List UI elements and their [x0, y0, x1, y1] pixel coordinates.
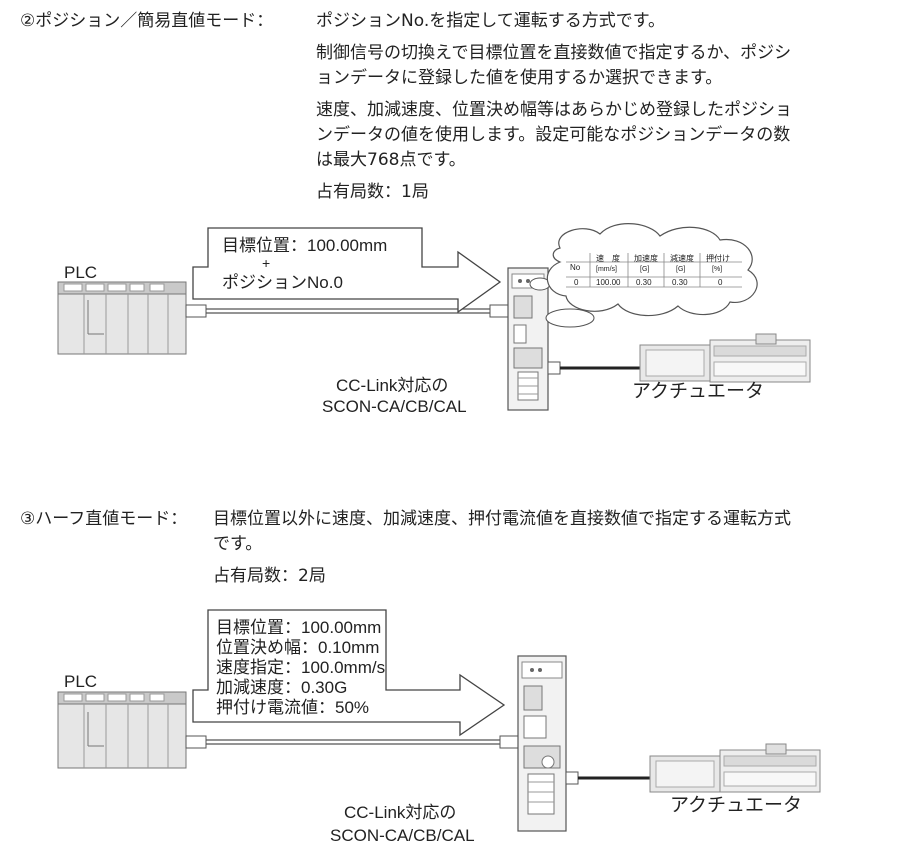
cloud-table-cell-decel: 0.30 — [672, 278, 688, 287]
signal-arrow-1 — [192, 227, 502, 314]
plc-rack-2 — [57, 691, 187, 769]
section3-desc-line-2: です。 — [213, 534, 263, 554]
plc-connector-1 — [185, 304, 207, 318]
cloud-table-header-no: No — [570, 263, 581, 272]
controller1-label-line1: CC-Link対応の — [336, 376, 449, 395]
arrow1-position-no: ポジションNo.0 — [222, 273, 343, 292]
section3-stations: 占有局数：2局 — [213, 566, 326, 586]
section2-desc-line-2: 制御信号の切換えで目標位置を直接数値で指定するか、ポジシ — [316, 43, 792, 63]
position-data-cloud — [529, 223, 758, 328]
cloud-table-cell-push: 0 — [718, 278, 723, 287]
section2-heading: ②ポジション／簡易直値モード： — [20, 11, 274, 31]
plc-label-1: PLC — [64, 263, 98, 282]
plc-label-2: PLC — [64, 672, 98, 691]
cloud-table-unit-speed: [mm/s] — [596, 266, 617, 273]
actuator2-label: アクチュエータ — [670, 795, 803, 816]
section2-stations: 占有局数：1局 — [316, 182, 429, 202]
actuator-2 — [649, 743, 821, 793]
controller-1 — [507, 267, 561, 411]
controller1-label-line2: SCON-CA/CB/CAL — [322, 397, 467, 416]
section2-desc-line-3: ョンデータに登録した値を使用するか選択できます。 — [316, 68, 723, 88]
actuator1-label: アクチュエータ — [632, 381, 765, 402]
plc-connector-2 — [185, 735, 207, 749]
cloud-table-cell-no: 0 — [574, 278, 579, 287]
arrow2-line-speed: 速度指定：100.0mm/s — [216, 658, 386, 677]
controller-2 — [517, 655, 579, 832]
cloud-table-unit-decel: [G] — [676, 266, 686, 273]
cloud-table-header-decel: 減速度 — [670, 254, 694, 263]
section3-desc-line-1: 目標位置以外に速度、加減速度、押付電流値を直接数値で指定する運転方式 — [213, 509, 791, 529]
section2-desc-line-1: ポジションNo.を指定して運転する方式です。 — [316, 11, 666, 31]
arrow2-line-target-position: 目標位置：100.00mm — [216, 618, 382, 637]
plc-rack-1 — [57, 281, 187, 355]
arrow2-line-accel: 加減速度：0.30G — [216, 678, 348, 697]
cloud-table-unit-push: [%] — [712, 266, 723, 273]
section3-heading: ③ハーフ直値モード： — [20, 509, 188, 529]
arrow2-line-push-current: 押付け電流値：50% — [216, 698, 370, 717]
signal-arrow-2 — [192, 609, 506, 737]
arrow1-target-position: 目標位置：100.00mm — [222, 236, 388, 255]
section2-desc-line-4: 速度、加減速度、位置決め幅等はあらかじめ登録したポジショ — [316, 100, 792, 120]
section2-desc-line-5: ンデータの値を使用します。設定可能なポジションデータの数 — [316, 125, 791, 145]
cloud-table-header-speed: 速 度 — [596, 254, 620, 263]
cloud-table-unit-accel: [G] — [640, 266, 650, 273]
controller-connector-1 — [489, 304, 509, 318]
actuator-1 — [639, 333, 811, 383]
controller2-label-line1: CC-Link対応の — [344, 803, 457, 822]
cloud-table-cell-speed: 100.00 — [596, 278, 621, 287]
cloud-table-cell-accel: 0.30 — [636, 278, 652, 287]
cloud-table-header-push: 押付け — [706, 254, 730, 263]
arrow2-line-positioning-width: 位置決め幅：0.10mm — [216, 638, 380, 657]
controller-connector-2 — [499, 735, 519, 749]
controller2-label-line2: SCON-CA/CB/CAL — [330, 826, 475, 845]
arrow1-plus: + — [262, 255, 271, 271]
section2-desc-line-6: は最大768点です。 — [316, 150, 466, 170]
cloud-table-header-accel: 加速度 — [634, 254, 658, 263]
